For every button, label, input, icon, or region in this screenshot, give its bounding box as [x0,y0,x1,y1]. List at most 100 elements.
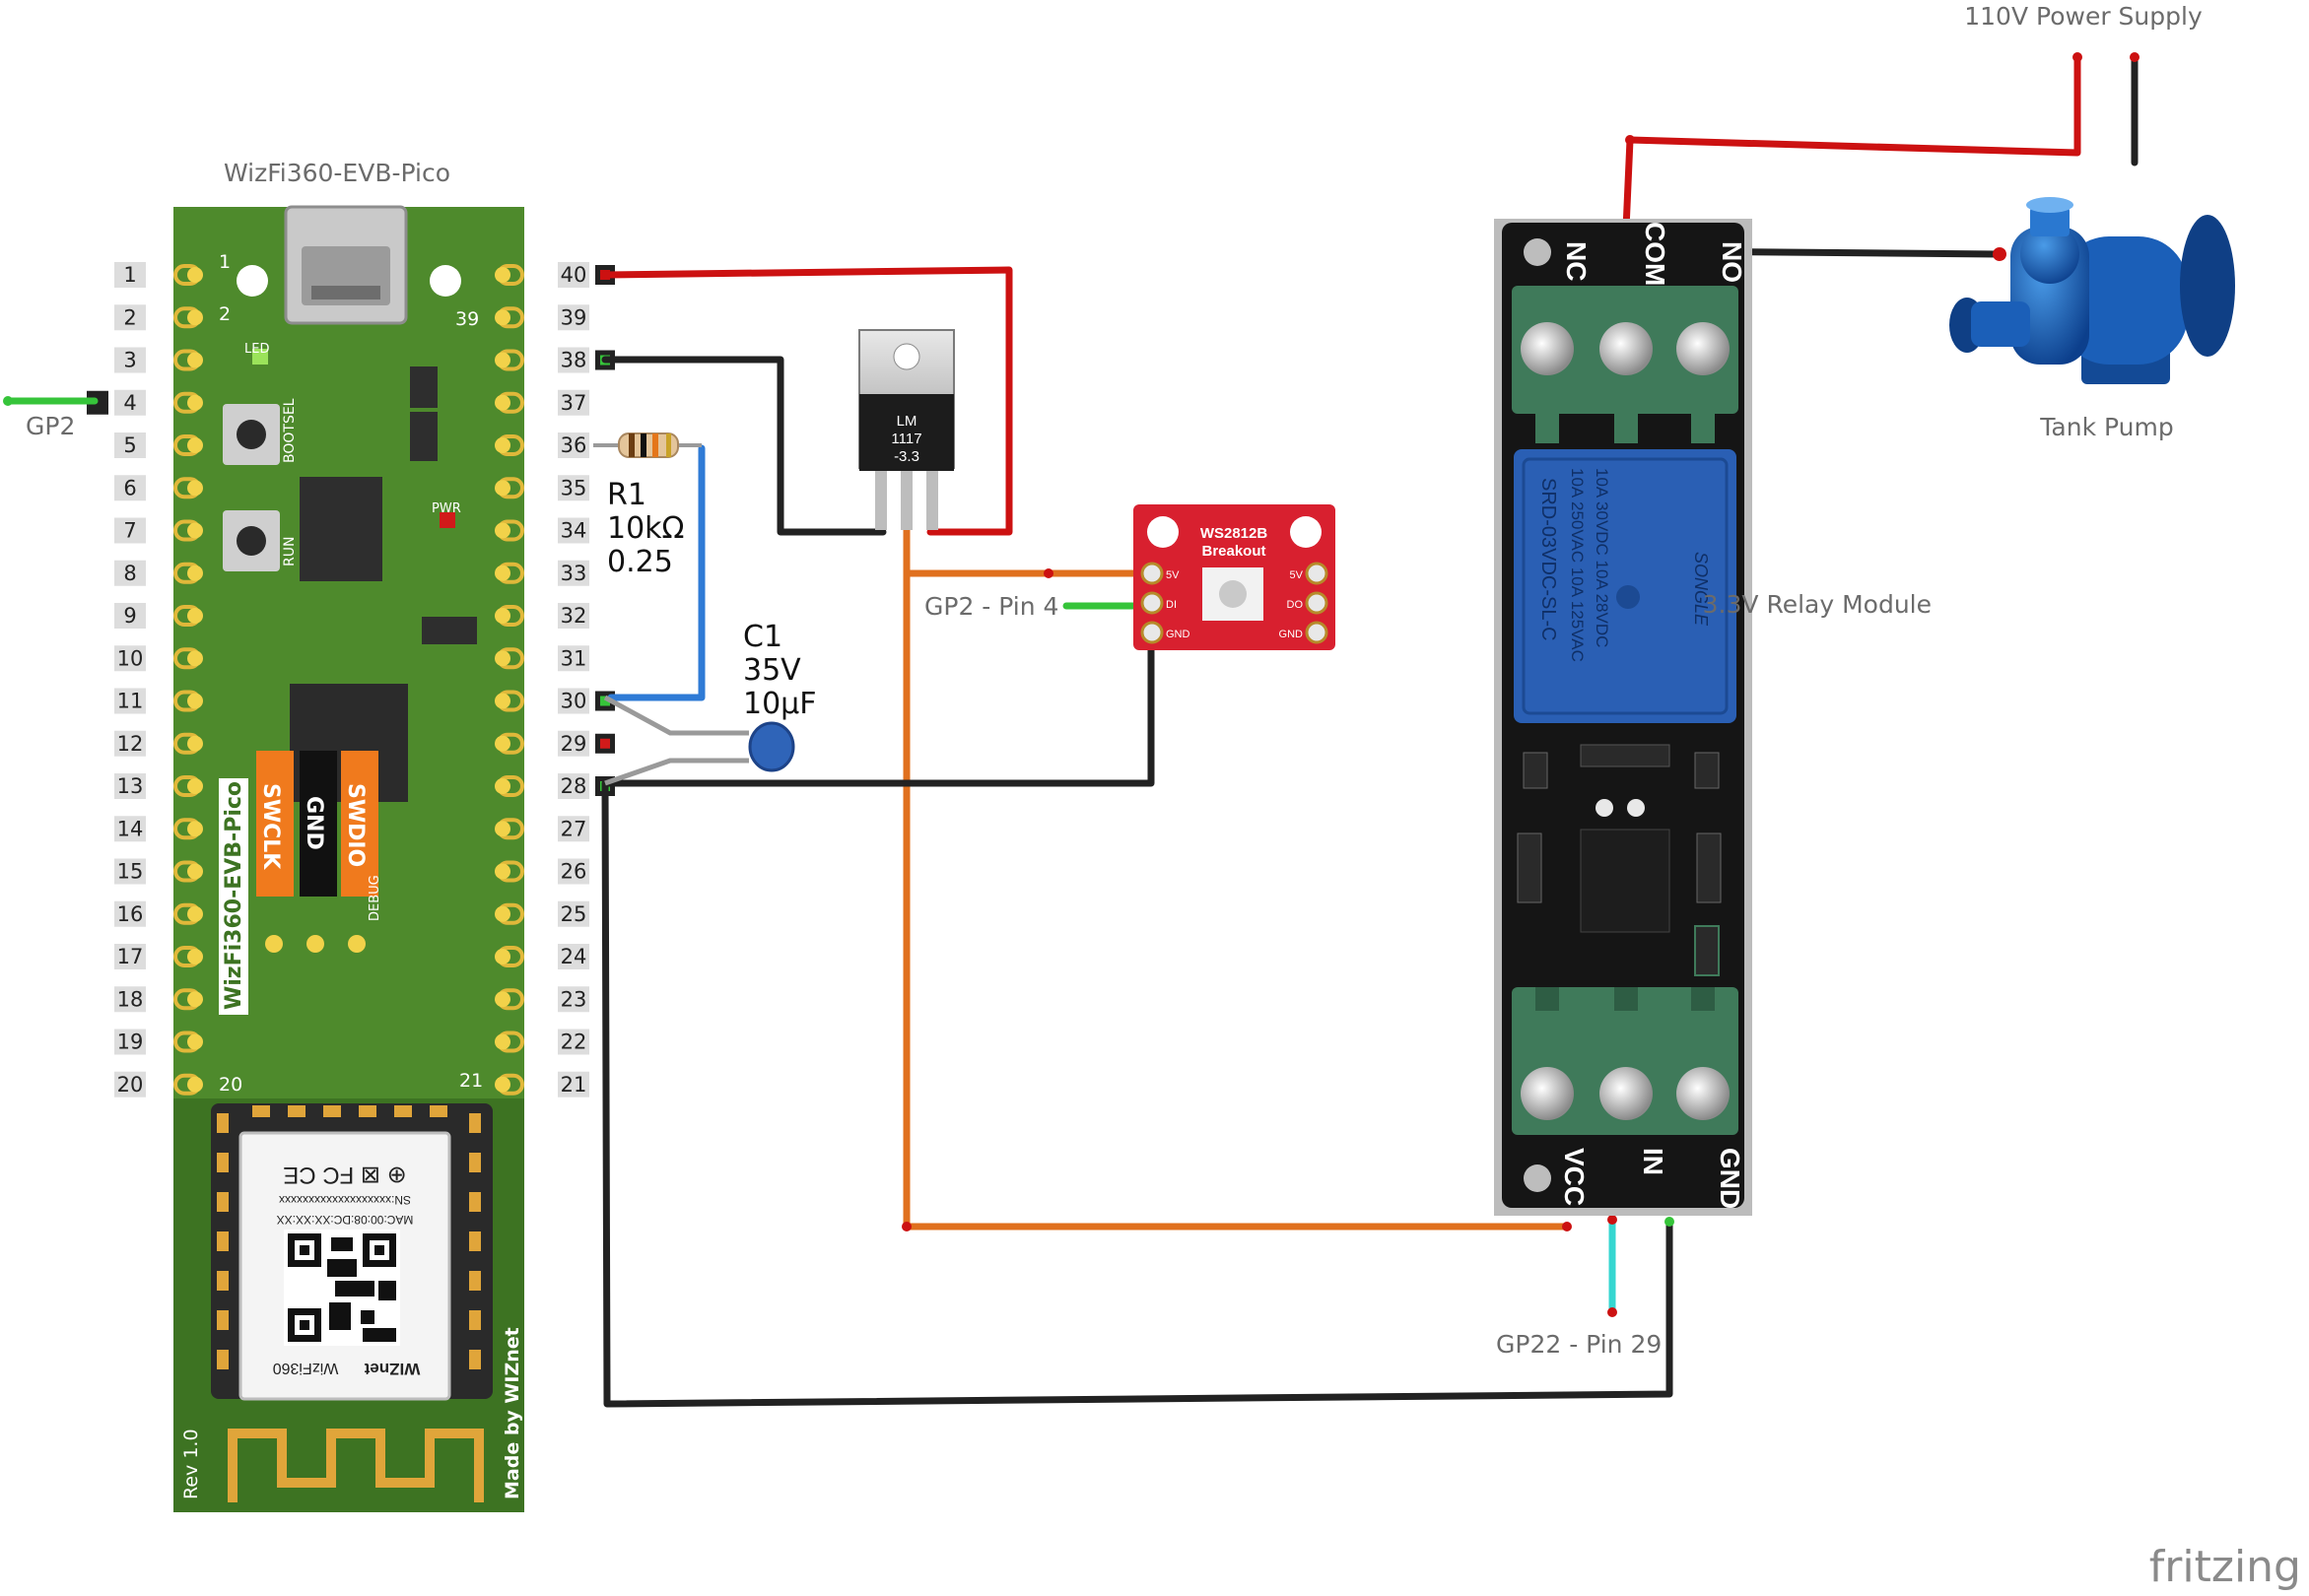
pin-12[interactable]: 12 [114,730,203,757]
pin-label: 12 [117,732,144,756]
rp2040-chip [300,477,382,581]
resistor-r1[interactable] [593,432,702,458]
pin-label: 10 [117,646,144,670]
relay-module[interactable]: NC COM NO SRD-03VDC-SL-C 10A 250VAC 10A … [1494,219,1752,1216]
wires [3,52,2139,1408]
pin-2[interactable]: 2 [114,304,203,331]
pin-label: 11 [117,690,144,713]
label-relay-module: 3.3V Relay Module [1703,590,1932,619]
wire-red-vbus[interactable] [601,266,1013,536]
pin-25[interactable]: 25 [495,900,589,927]
swdio-pin[interactable] [341,751,378,897]
wire-red-mains[interactable] [1622,53,2081,233]
pin-label: 36 [561,433,587,457]
pin-21[interactable]: 21 [495,1071,589,1097]
lm1117-regulator[interactable]: LM 1117 -3.3 [858,329,955,530]
bootsel-button[interactable] [223,404,280,465]
ws-pin-gnd-in: GND [1166,629,1190,640]
pin-8[interactable]: 8 [114,560,203,586]
pin-16[interactable]: 16 [114,900,203,927]
pin-11[interactable]: 11 [114,688,203,714]
pin-label: 29 [561,732,587,756]
pin-22[interactable]: 22 [495,1029,589,1055]
pin-24[interactable]: 24 [495,944,589,969]
run-label: RUN [282,537,298,566]
pin-7[interactable]: 7 [114,517,203,544]
mount-hole [430,265,461,297]
board-silk-box [219,778,248,1015]
debug-pad [265,935,283,953]
pin-32[interactable]: 32 [495,603,589,629]
pin-26[interactable]: 26 [495,858,589,885]
usb-connector[interactable] [284,205,408,325]
pin-label: 16 [117,902,144,926]
pin-29[interactable]: 29 [495,730,615,757]
swclk-label: SWCLK [258,783,283,870]
gnd-debug-pin[interactable] [300,751,337,897]
pin-31[interactable]: 31 [495,645,589,672]
wire-black-gnd-regulator[interactable] [601,356,887,536]
board-title: WizFi360-EVB-Pico [224,159,450,187]
board-silk-name: WizFi360-EVB-Pico [222,781,246,1010]
resistor-power: 0.25 [607,545,673,579]
regulator-line2: 1117 [891,431,921,447]
pin-39[interactable]: 39 [495,304,589,331]
pin-label: 27 [561,817,587,840]
pin-label: 4 [123,391,136,415]
pin-36[interactable]: 36 [495,432,589,458]
pin-label: 18 [117,987,144,1011]
ws2812b-breakout[interactable]: WS2812B Breakout 5V DI GND 5V DO GND [1133,504,1335,650]
pin-20[interactable]: 20 [114,1071,203,1097]
pin-label: 23 [561,987,587,1011]
pin-33[interactable]: 33 [495,560,589,586]
pin-37[interactable]: 37 [495,389,589,416]
pin-15[interactable]: 15 [114,858,203,885]
wire-blue-resistor[interactable] [607,444,706,701]
pin-14[interactable]: 14 [114,816,203,842]
ws-pin-do: DO [1287,599,1304,611]
pin-23[interactable]: 23 [495,986,589,1013]
swclk-pin[interactable] [256,751,294,897]
pin-label: 32 [561,604,587,628]
regulator-line3: -3.3 [894,448,919,465]
wire-black-relay-gnd[interactable] [601,779,1673,1408]
pin-10[interactable]: 10 [114,645,203,672]
run-button[interactable] [223,510,280,571]
pin-35[interactable]: 35 [495,475,589,501]
pin-17[interactable]: 17 [114,944,203,969]
pin-label: 6 [123,476,136,499]
pin-label: 35 [561,476,587,499]
tank-pump[interactable] [1949,197,2235,384]
pin-4[interactable]: 4 [114,389,203,416]
pin-label: 20 [117,1073,144,1097]
pin-5[interactable]: 5 [114,432,203,458]
pin-6[interactable]: 6 [114,475,203,501]
relay-brand: SONGLE [1691,552,1711,627]
label-tank-pump: Tank Pump [2039,413,2173,441]
swdio-label: SWDIO [343,783,368,867]
pin-label: 7 [123,519,136,543]
wire-orange-relay-vcc[interactable] [903,569,1571,1230]
pin-27[interactable]: 27 [495,816,589,842]
pin-1[interactable]: 1 [114,262,203,288]
corner-number-2: 2 [219,303,231,325]
relay-term-no: NO [1717,241,1747,283]
pin-13[interactable]: 13 [114,773,203,799]
pin-34[interactable]: 34 [495,517,589,544]
ws-title2: Breakout [1201,543,1265,560]
pin-3[interactable]: 3 [114,347,203,373]
relay-rating-dc: 10A 30VDC 10A 28VDC [1593,468,1611,647]
pin-18[interactable]: 18 [114,986,203,1013]
ws-pin-5v-out: 5V [1290,569,1304,581]
wire-black-ws-gnd[interactable] [601,632,1155,787]
pin-label: 2 [123,305,136,329]
capacitor-c1[interactable] [603,695,795,786]
pin-label: 5 [123,433,136,457]
led-indicator [252,349,268,365]
pin-9[interactable]: 9 [114,603,203,629]
pwr-label: PWR [432,501,461,516]
pin-19[interactable]: 19 [114,1029,203,1055]
relay-term-vcc: VCC [1559,1148,1590,1206]
